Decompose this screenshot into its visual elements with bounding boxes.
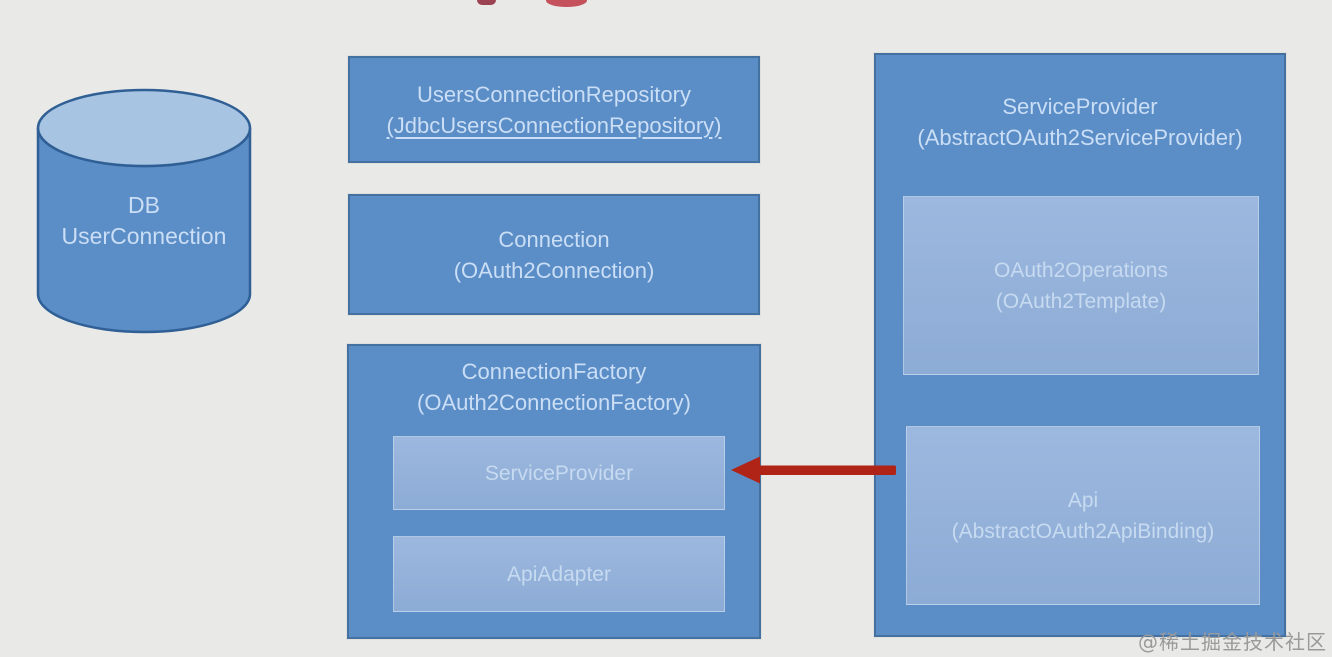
api-box-title: Api xyxy=(1067,488,1099,512)
connection-box: Connection (OAuth2Connection) xyxy=(348,194,760,315)
service-provider-panel: ServiceProvider (AbstractOAuth2ServicePr… xyxy=(874,53,1286,637)
cutoff-title-fragment-left xyxy=(477,0,496,5)
connection-factory-box: ConnectionFactory (OAuth2ConnectionFacto… xyxy=(347,344,761,639)
oauth2-operations-subtitle: (OAuth2Template) xyxy=(995,289,1167,313)
factory-service-provider-label: ServiceProvider xyxy=(484,461,634,485)
repository-box-subtitle: (JdbcUsersConnectionRepository) xyxy=(386,112,722,138)
db-cylinder xyxy=(32,84,256,336)
factory-service-provider-box: ServiceProvider xyxy=(393,436,725,510)
factory-api-adapter-label: ApiAdapter xyxy=(507,562,611,586)
oauth2-operations-title: OAuth2Operations xyxy=(994,258,1168,282)
provider-panel-subtitle: (AbstractOAuth2ServiceProvider) xyxy=(917,125,1243,150)
factory-box-title: ConnectionFactory xyxy=(461,359,647,384)
connection-box-subtitle: (OAuth2Connection) xyxy=(453,257,655,283)
left-arrow-icon xyxy=(731,456,896,484)
cutoff-title-fragment-right xyxy=(546,0,587,7)
oauth2-operations-box: OAuth2Operations (OAuth2Template) xyxy=(903,196,1259,375)
factory-box-subtitle: (OAuth2ConnectionFactory) xyxy=(417,390,691,415)
red-arrow xyxy=(728,452,898,488)
factory-api-adapter-box: ApiAdapter xyxy=(393,536,725,612)
users-connection-repository-box: UsersConnectionRepository (JdbcUsersConn… xyxy=(348,56,760,163)
watermark: @稀土掘金技术社区 xyxy=(1138,630,1327,654)
provider-panel-title: ServiceProvider xyxy=(1002,94,1158,119)
repository-box-title: UsersConnectionRepository xyxy=(417,81,691,107)
api-box: Api (AbstractOAuth2ApiBinding) xyxy=(906,426,1260,605)
api-box-subtitle: (AbstractOAuth2ApiBinding) xyxy=(951,519,1215,543)
connection-box-title: Connection xyxy=(498,226,610,252)
database-cylinder-icon xyxy=(36,88,252,334)
